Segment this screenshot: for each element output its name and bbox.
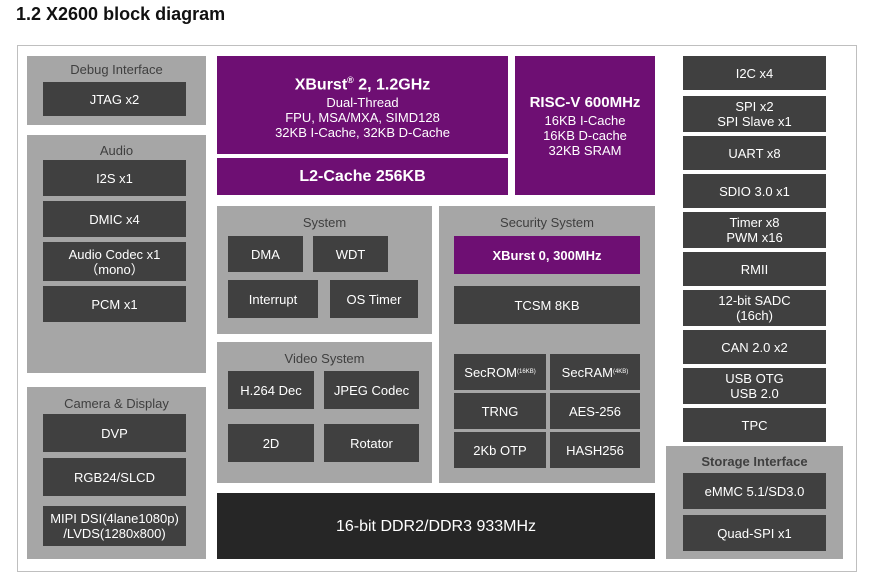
mipi-line1: MIPI DSI(4lane1080p) bbox=[50, 511, 179, 526]
group-title: Audio bbox=[99, 143, 134, 158]
xburst2-line3: 32KB I-Cache, 32KB D-Cache bbox=[275, 125, 450, 141]
group-title: Security System bbox=[500, 215, 594, 230]
hash256-block: HASH256 bbox=[550, 432, 640, 468]
rgb24-slcd-block: RGB24/SLCD bbox=[43, 458, 186, 496]
os-timer-block: OS Timer bbox=[330, 280, 418, 318]
audio-codec-line2: （mono） bbox=[85, 261, 144, 277]
ddr-controller-block: 16-bit DDR2/DDR3 933MHz bbox=[217, 493, 655, 559]
group-title: System bbox=[302, 215, 347, 230]
secrom-size: (16KB) bbox=[517, 368, 536, 375]
group-title: Storage Interface bbox=[701, 454, 808, 469]
aes256-block: AES-256 bbox=[550, 393, 640, 429]
riscv-line2: 16KB D-cache bbox=[543, 128, 627, 143]
xburst2-title-text: XBurst bbox=[294, 76, 348, 94]
tpc-block: TPC bbox=[683, 408, 826, 442]
pcm-block: PCM x1 bbox=[43, 286, 186, 322]
rmii-block: RMII bbox=[683, 252, 826, 286]
riscv-line3: 32KB SRAM bbox=[548, 143, 622, 158]
can-block: CAN 2.0 x2 bbox=[683, 330, 826, 364]
dvp-block: DVP bbox=[43, 414, 186, 452]
timer-pwm-block: Timer x8 PWM x16 bbox=[683, 212, 826, 248]
quad-spi-block: Quad-SPI x1 bbox=[683, 515, 826, 551]
registered-mark: ® bbox=[347, 74, 354, 85]
usb-line1: USB OTG bbox=[725, 371, 784, 386]
xburst2-cpu-block: XBurst® 2, 1.2GHz Dual-Thread FPU, MSA/M… bbox=[217, 56, 508, 154]
uart-block: UART x8 bbox=[683, 136, 826, 170]
riscv-title: RISC-V 600MHz bbox=[529, 94, 641, 111]
dmic-block: DMIC x4 bbox=[43, 201, 186, 237]
tcsm-block: TCSM 8KB bbox=[454, 286, 640, 324]
2d-block: 2D bbox=[228, 424, 314, 462]
mipi-lvds-block: MIPI DSI(4lane1080p) /LVDS(1280x800) bbox=[43, 506, 186, 546]
group-title: Camera & Display bbox=[64, 396, 169, 411]
xburst2-title: XBurst® 2, 1.2GHz bbox=[295, 70, 431, 95]
i2c-block: I2C x4 bbox=[683, 56, 826, 90]
interrupt-block: Interrupt bbox=[228, 280, 318, 318]
xburst2-title-rest: 2, 1.2GHz bbox=[353, 76, 431, 94]
i2s-block: I2S x1 bbox=[43, 160, 186, 196]
rotator-block: Rotator bbox=[324, 424, 419, 462]
dma-block: DMA bbox=[228, 236, 303, 272]
secram-label: SecRAM bbox=[561, 364, 613, 380]
group-title: Video System bbox=[284, 351, 365, 366]
audio-codec-line1: Audio Codec x1 bbox=[68, 246, 161, 262]
secram-size: (4KB) bbox=[612, 368, 629, 375]
jpeg-codec-block: JPEG Codec bbox=[324, 371, 419, 409]
emmc-block: eMMC 5.1/SD3.0 bbox=[683, 473, 826, 509]
spi-line1: SPI x2 bbox=[735, 99, 774, 114]
timer-line1: Timer x8 bbox=[729, 215, 780, 230]
sdio-block: SDIO 3.0 x1 bbox=[683, 174, 826, 208]
sadc-line1: 12-bit SADC bbox=[718, 293, 791, 308]
trng-block: TRNG bbox=[454, 393, 546, 429]
secrom-label: SecROM bbox=[464, 364, 518, 380]
otp-block: 2Kb OTP bbox=[454, 432, 546, 468]
audio-codec-block: Audio Codec x1 （mono） bbox=[43, 242, 186, 281]
usb-block: USB OTG USB 2.0 bbox=[683, 368, 826, 404]
xburst0-cpu-block: XBurst 0, 300MHz bbox=[454, 236, 640, 274]
secrom-block: SecROM(16KB) bbox=[454, 354, 546, 390]
h264-dec-block: H.264 Dec bbox=[228, 371, 314, 409]
riscv-line1: 16KB I-Cache bbox=[544, 113, 626, 128]
timer-line2: PWM x16 bbox=[726, 230, 783, 245]
xburst2-line1: Dual-Thread bbox=[326, 95, 399, 111]
usb-line2: USB 2.0 bbox=[730, 386, 779, 401]
spi-block: SPI x2 SPI Slave x1 bbox=[683, 96, 826, 132]
wdt-block: WDT bbox=[313, 236, 388, 272]
group-title: Debug Interface bbox=[70, 62, 163, 77]
l2-cache-block: L2-Cache 256KB bbox=[217, 158, 508, 195]
sadc-line2: (16ch) bbox=[736, 308, 773, 323]
jtag-block: JTAG x2 bbox=[43, 82, 186, 116]
sadc-block: 12-bit SADC (16ch) bbox=[683, 290, 826, 326]
spi-line2: SPI Slave x1 bbox=[717, 114, 792, 129]
page-title: 1.2 X2600 block diagram bbox=[16, 4, 226, 24]
riscv-cpu-block: RISC-V 600MHz 16KB I-Cache 16KB D-cache … bbox=[515, 56, 655, 195]
secram-block: SecRAM(4KB) bbox=[550, 354, 640, 390]
xburst2-line2: FPU, MSA/MXA, SIMD128 bbox=[285, 110, 440, 126]
mipi-line2: /LVDS(1280x800) bbox=[63, 526, 166, 541]
